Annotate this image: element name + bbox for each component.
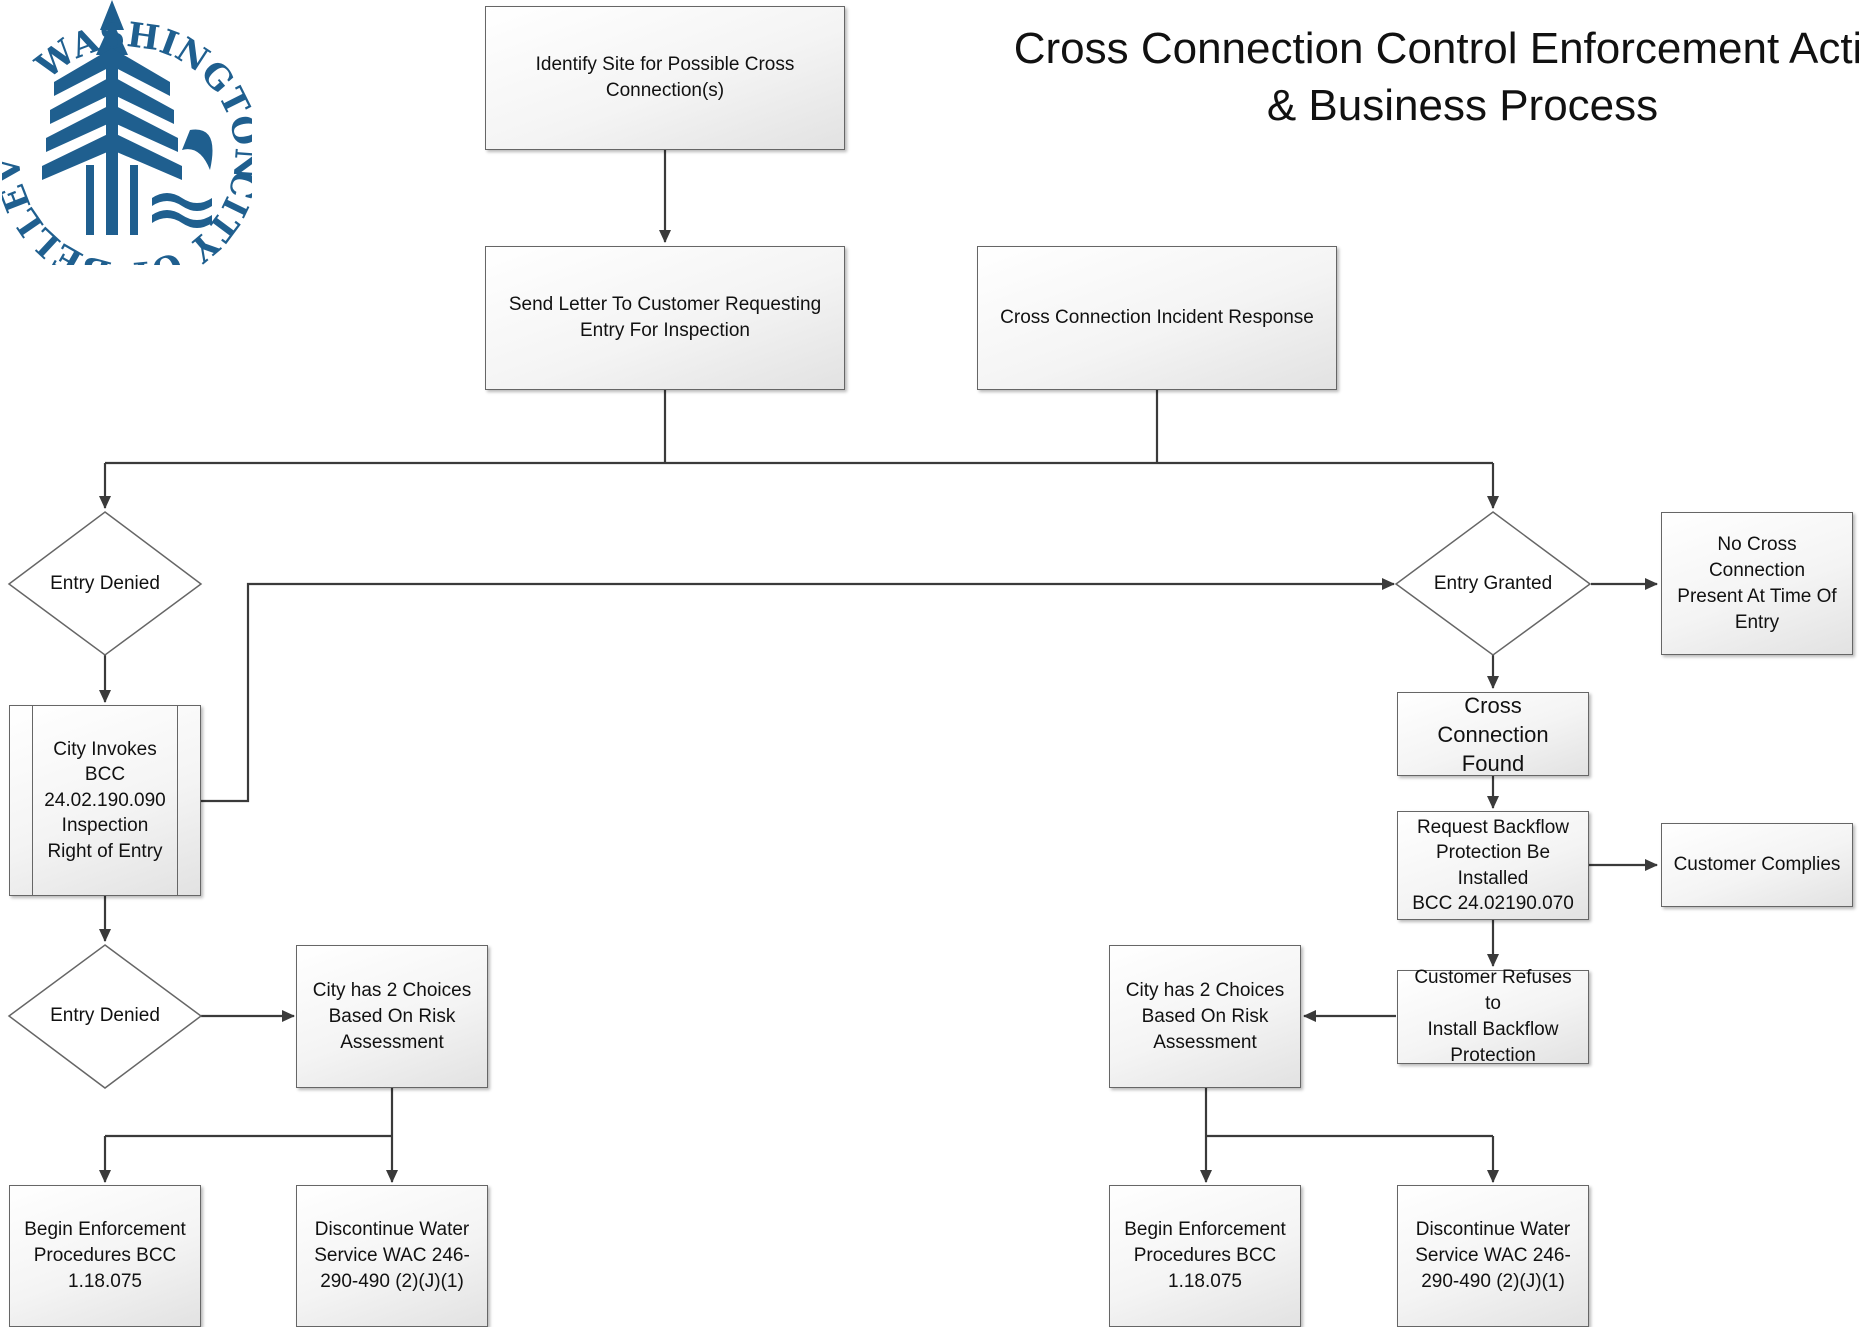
choices-left-box: City has 2 Choices Based On Risk Assessm…	[296, 945, 488, 1088]
decision-entry-denied-2	[7, 944, 203, 1089]
identify-site-box: Identify Site for Possible Cross Connect…	[485, 6, 845, 150]
edge-invokes-to-granted	[201, 578, 1395, 803]
enforce-left-box: Begin Enforcement Procedures BCC 1.18.07…	[9, 1185, 201, 1327]
no-cross-connection-box: No Cross Connection Present At Time Of E…	[1661, 512, 1853, 655]
discontinue-left-box: Discontinue Water Service WAC 246- 290-4…	[296, 1185, 488, 1327]
decision-entry-denied-1	[7, 511, 203, 656]
incident-response-box: Cross Connection Incident Response	[977, 246, 1337, 390]
customer-complies-box: Customer Complies	[1661, 823, 1853, 907]
city-invokes-box: City Invokes BCC 24.02.190.090 Inspectio…	[9, 705, 201, 896]
request-backflow-box: Request Backflow Protection Be Installed…	[1397, 811, 1589, 920]
discontinue-right-box: Discontinue Water Service WAC 246- 290-4…	[1397, 1185, 1589, 1327]
customer-refuses-box: Customer Refuses to Install Backflow Pro…	[1397, 967, 1589, 1066]
choices-right-box: City has 2 Choices Based On Risk Assessm…	[1109, 945, 1301, 1088]
send-letter-box: Send Letter To Customer Requesting Entry…	[485, 246, 845, 390]
enforce-right-box: Begin Enforcement Procedures BCC 1.18.07…	[1109, 1185, 1301, 1327]
cross-connection-found-box: Cross Connection Found	[1397, 692, 1589, 776]
page-title: Cross Connection Control Enforcement Act…	[1013, 24, 1859, 130]
city-of-bellevue-logo: CITY OF BELLEVUE WASHINGTON	[2, 0, 252, 265]
decision-entry-granted	[1394, 511, 1592, 656]
